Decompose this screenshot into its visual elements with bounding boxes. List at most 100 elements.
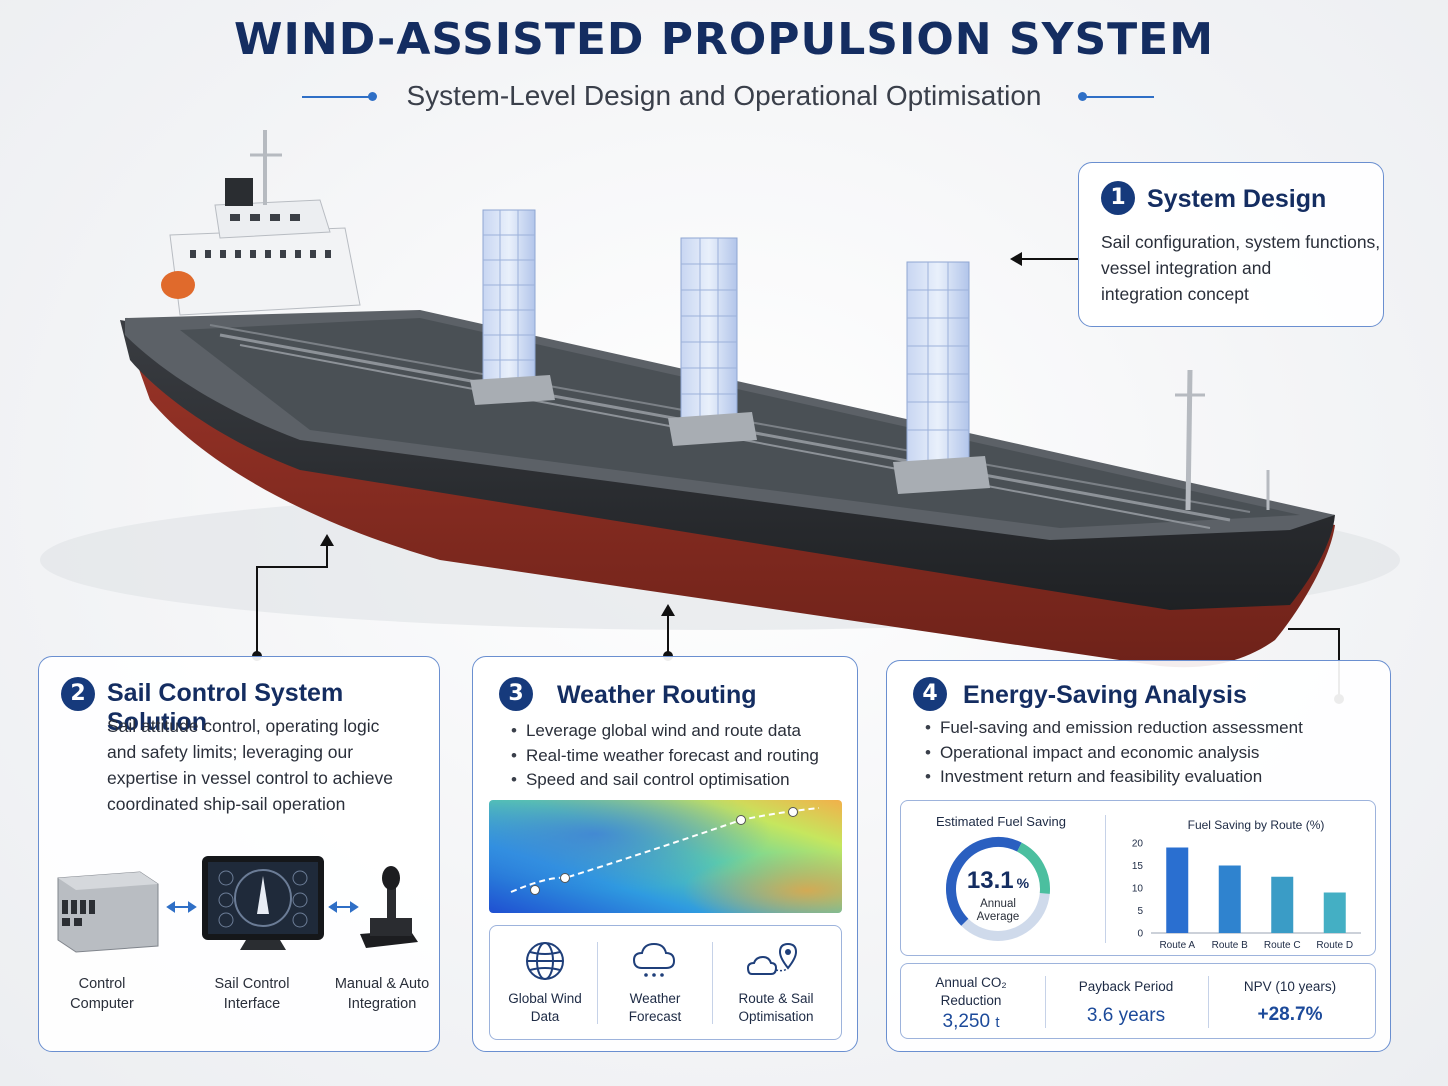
bullet-item: Real-time weather forecast and routing xyxy=(511,744,819,769)
card-sail-control: 2 Sail Control System Solution Sail atti… xyxy=(38,656,440,1052)
sail-3 xyxy=(893,261,990,494)
mast-fore xyxy=(1185,369,1193,511)
kpi-label-co2: Annual CO₂ Reduction xyxy=(911,974,1031,1010)
icon-label-weather-forecast: Weather Forecast xyxy=(602,990,708,1026)
x-tick-label: Route C xyxy=(1264,940,1301,951)
subtitle-row: System-Level Design and Operational Opti… xyxy=(0,80,1448,116)
waypoint xyxy=(736,815,746,825)
waypoint xyxy=(530,885,540,895)
icon-label-line: Optimisation xyxy=(738,1009,814,1024)
deck xyxy=(125,310,1335,540)
kpi-panel: Annual CO₂ Reduction 3,250 t Payback Per… xyxy=(900,963,1376,1039)
hull-bottom xyxy=(125,330,1335,668)
gauge-value-wrap: 13.1% xyxy=(943,867,1053,895)
subtitle-left-dot xyxy=(368,92,377,101)
chart-title: Fuel Saving by Route (%) xyxy=(1188,818,1325,832)
gauge-caption-line: Annual xyxy=(980,898,1016,910)
icon-label-line: Forecast xyxy=(628,1009,682,1024)
device-label-line: Control xyxy=(78,976,126,992)
x-tick-label: Route A xyxy=(1159,940,1195,951)
page-subtitle: System-Level Design and Operational Opti… xyxy=(406,80,1042,111)
fuel-saving-gauge xyxy=(946,837,1050,941)
body-line: vessel integration and xyxy=(1101,258,1272,278)
gauge-unit: % xyxy=(1016,875,1030,891)
gauge-caption: Annual Average xyxy=(943,898,1053,924)
device-label-sail-control-interface: Sail Control Interface xyxy=(196,974,308,1014)
monitor-icon xyxy=(202,856,324,950)
card-body: Sail configuration, system functions, ve… xyxy=(1101,229,1380,307)
double-arrow-icon xyxy=(328,901,359,913)
bridge-windows xyxy=(190,214,331,258)
gauge-value: 13.1 xyxy=(966,867,1014,894)
cloud-icon xyxy=(632,942,676,977)
gauge-label: Estimated Fuel Saving xyxy=(935,814,1067,829)
kpi-label-line: Annual CO₂ xyxy=(935,975,1007,990)
connector-2-vertical xyxy=(256,566,258,656)
body-line: and safety limits; leveraging our xyxy=(107,742,354,762)
route-pin-icon xyxy=(746,942,798,975)
devices-illustration xyxy=(57,856,418,953)
icon-label-route-sail: Route & Sail Optimisation xyxy=(716,990,836,1026)
gauge-arc xyxy=(946,837,1022,926)
double-arrow-icon xyxy=(166,901,197,913)
route-waypoints xyxy=(530,807,798,895)
kpi-unit: t xyxy=(995,1014,1000,1031)
icon-label-line: Route & Sail xyxy=(738,991,814,1006)
deck-inner xyxy=(180,318,1300,528)
connector-3-line xyxy=(667,614,669,656)
bullet-item: Fuel-saving and emission reduction asses… xyxy=(925,716,1303,741)
kpi-value-npv: +28.7% xyxy=(1257,1004,1323,1025)
funnel xyxy=(225,178,253,206)
device-label-manual-auto: Manual & Auto Integration xyxy=(328,974,436,1014)
waypoint xyxy=(788,807,798,817)
connector-2-arrowhead xyxy=(320,534,334,546)
device-label-line: Interface xyxy=(223,996,281,1012)
x-tick-label: Route D xyxy=(1316,940,1353,951)
superstructure xyxy=(169,227,361,316)
gauge-arc-accent xyxy=(1016,842,1050,894)
bridge xyxy=(214,199,331,239)
bar xyxy=(1271,876,1294,933)
connector-4-horizontal xyxy=(1288,628,1340,630)
card-number-badge: 2 xyxy=(61,677,95,711)
bullet-item: Leverage global wind and route data xyxy=(511,719,819,744)
device-label-line: Sail Control xyxy=(214,976,290,992)
connector-2-horizontal xyxy=(256,566,328,568)
device-label-line: Manual & Auto xyxy=(334,976,430,992)
deck-pipe-3 xyxy=(209,324,1251,513)
icon-label-line: Data xyxy=(530,1009,560,1024)
y-tick-label: 5 xyxy=(1137,906,1143,917)
ship-shadow xyxy=(40,490,1400,630)
kpi-label-payback: Payback Period xyxy=(1078,979,1174,994)
kpi-label-npv: NPV (10 years) xyxy=(1243,979,1337,994)
connector-2-up xyxy=(326,544,328,568)
bullet-item: Speed and sail control optimisation xyxy=(511,768,819,793)
page-title: WIND-ASSISTED PROPULSION SYSTEM xyxy=(233,14,1214,65)
card-number-badge: 4 xyxy=(913,677,947,711)
bar xyxy=(1166,847,1189,933)
icon-label-line: Global Wind xyxy=(508,991,582,1006)
kpi-label-line: Reduction xyxy=(940,993,1002,1008)
control-computer-icon xyxy=(57,871,159,953)
weather-icons-panel: Global Wind Data Weather Forecast Route … xyxy=(489,925,842,1040)
x-tick-label: Route B xyxy=(1212,940,1248,951)
bar xyxy=(1218,865,1241,933)
icon-label-global-wind: Global Wind Data xyxy=(494,990,596,1026)
globe-icon xyxy=(526,942,564,980)
sail-1 xyxy=(470,209,555,405)
card-body: Sail attitude control, operating logic a… xyxy=(107,713,393,817)
card-title: Sail Control System Solution xyxy=(107,679,344,736)
separator xyxy=(712,942,713,1024)
separator xyxy=(597,942,598,1024)
icon-label-line: Weather xyxy=(629,991,681,1006)
body-line: expertise in vessel control to achieve xyxy=(107,768,393,788)
subtitle-left-line xyxy=(302,96,372,98)
separator xyxy=(1105,815,1106,943)
y-tick-label: 15 xyxy=(1132,861,1144,872)
gauge-caption-line: Average xyxy=(976,911,1020,923)
waypoint xyxy=(560,873,570,883)
bullet-item: Operational impact and economic analysis xyxy=(925,741,1303,766)
deck-pipe-2 xyxy=(239,344,1211,529)
y-tick-label: 20 xyxy=(1132,839,1144,850)
